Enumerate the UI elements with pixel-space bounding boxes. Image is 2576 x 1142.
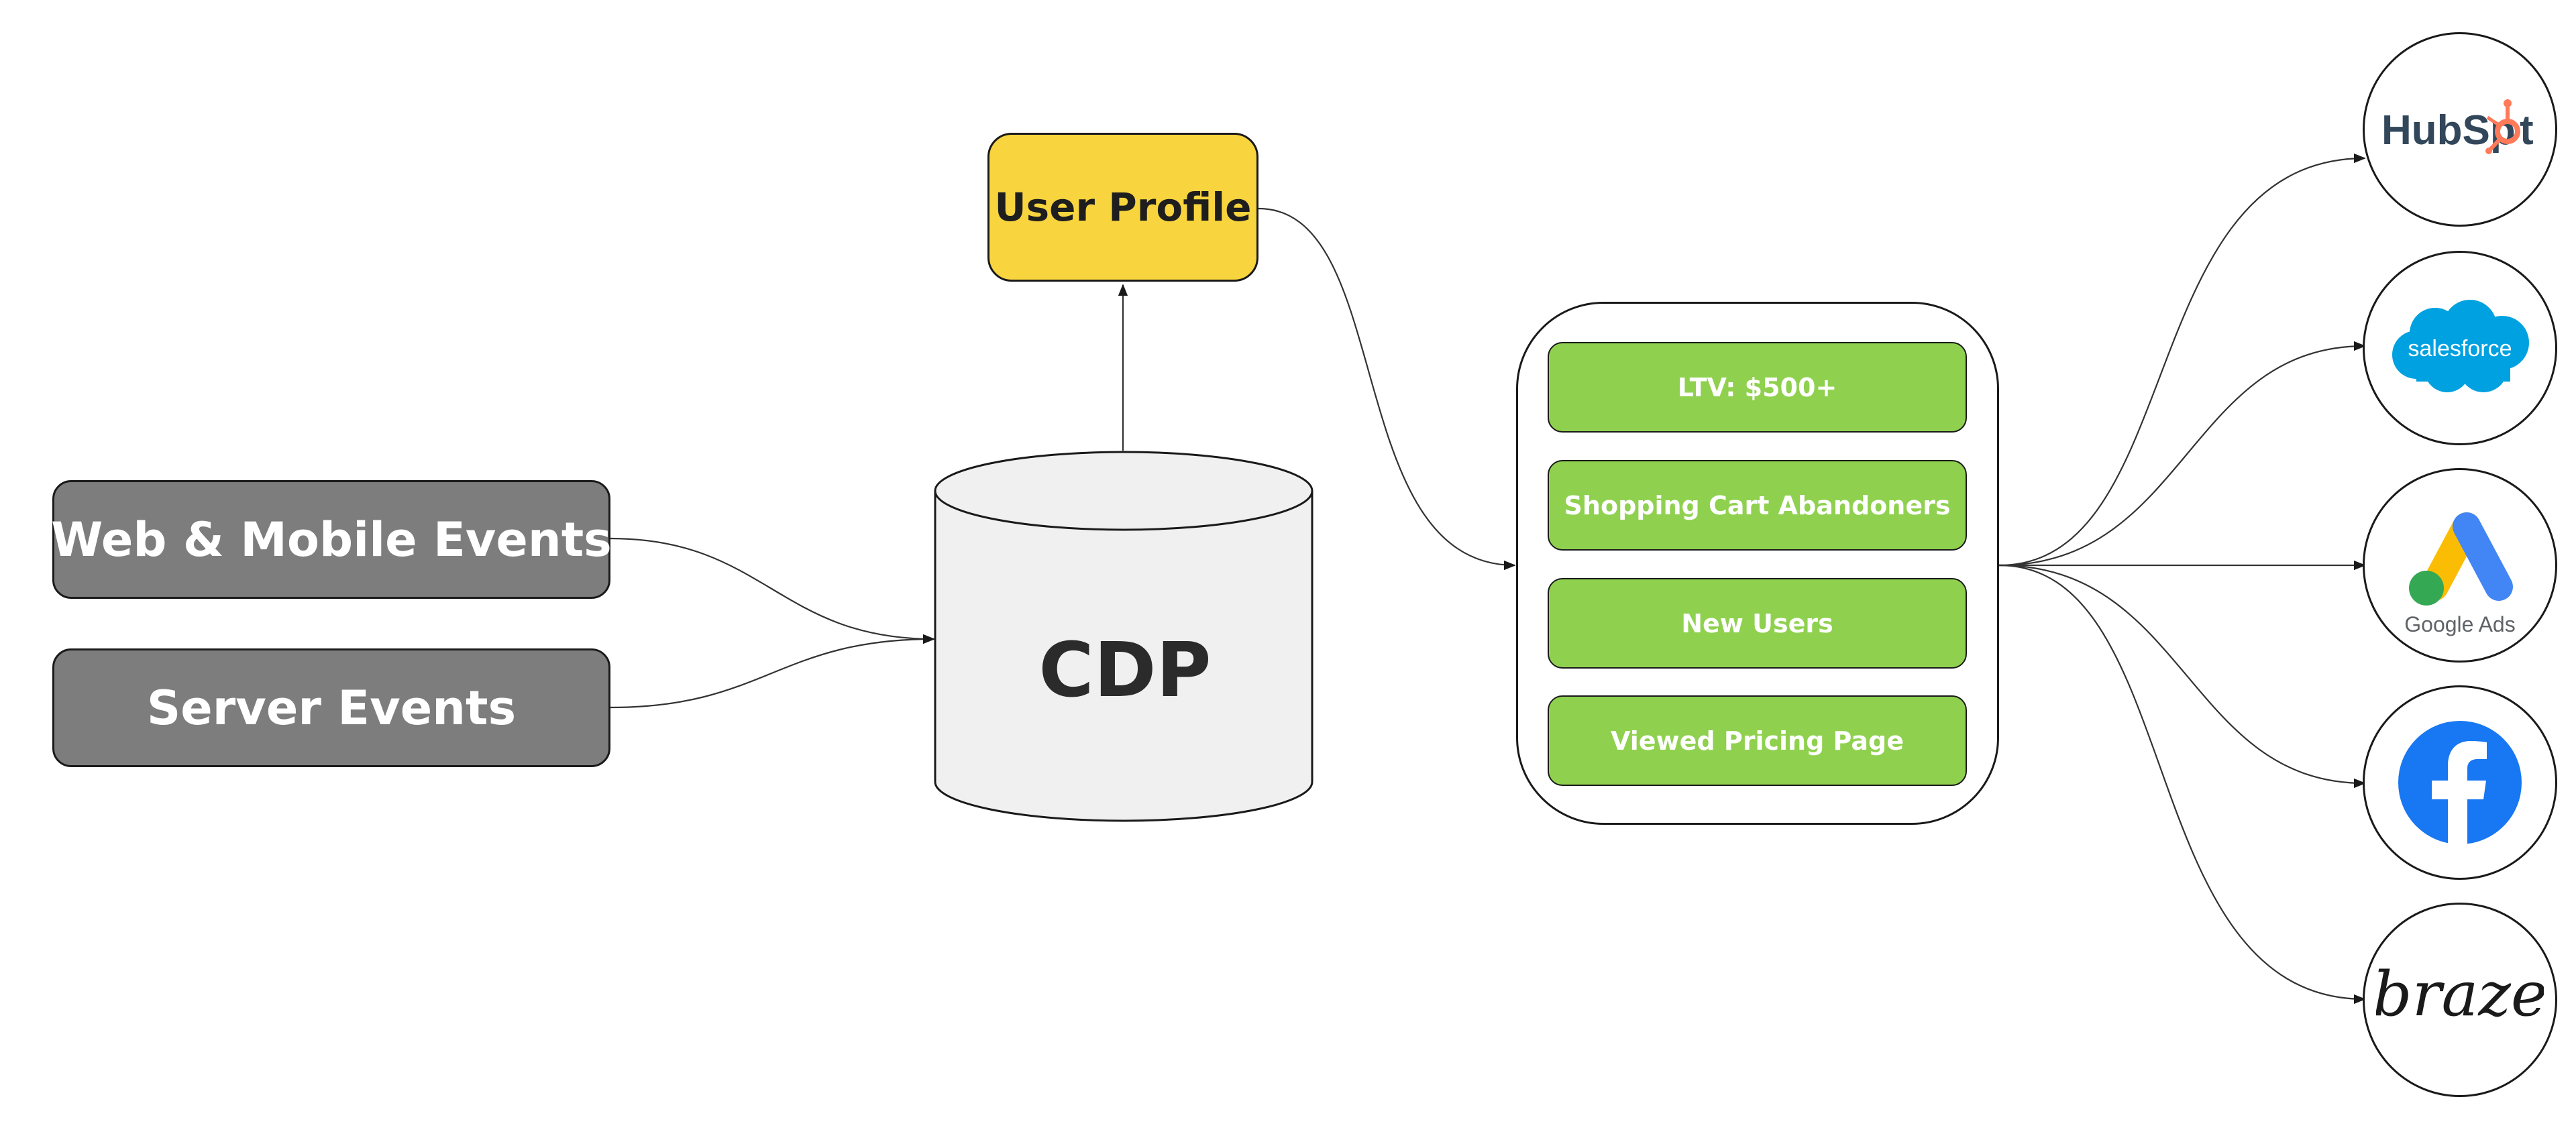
google-ads-label: Google Ads <box>2404 612 2516 636</box>
connector-profile-to-segments <box>1258 207 1516 571</box>
connector-segments-to-hubspot <box>1998 153 2366 567</box>
segment-label: LTV: $500+ <box>1677 372 1837 402</box>
source-server-events[interactable]: Server Events <box>52 648 610 767</box>
destination-facebook[interactable] <box>2363 685 2557 880</box>
cdp-database-cylinder[interactable] <box>932 449 1315 825</box>
connector-server-to-cdp <box>610 634 935 709</box>
source-label: Server Events <box>146 680 517 736</box>
segment-cart-abandoners[interactable]: Shopping Cart Abandoners <box>1548 460 1967 551</box>
connector-segments-to-facebook <box>1998 564 2366 789</box>
connector-web-to-cdp <box>610 537 935 644</box>
user-profile-box[interactable]: User Profile <box>987 133 1258 282</box>
destination-hubspot[interactable]: HubSp t <box>2363 32 2557 227</box>
destination-google-ads[interactable]: Google Ads <box>2363 468 2557 663</box>
connector-segments-to-braze <box>1998 564 2366 1005</box>
segment-label: Viewed Pricing Page <box>1611 726 1904 756</box>
svg-text:t: t <box>2520 107 2534 154</box>
facebook-icon <box>2398 721 2522 846</box>
svg-text:salesforce: salesforce <box>2408 336 2512 361</box>
braze-logo-icon: braze <box>2376 958 2544 1030</box>
segment-new-users[interactable]: New Users <box>1548 578 1967 669</box>
connector-segments-to-salesforce <box>1998 341 2366 567</box>
svg-text:braze: braze <box>2376 958 2544 1030</box>
segment-label: New Users <box>1681 608 1833 638</box>
google-ads-icon <box>2409 512 2513 606</box>
segment-viewed-pricing[interactable]: Viewed Pricing Page <box>1548 695 1967 786</box>
destination-braze[interactable]: braze <box>2363 903 2557 1097</box>
source-label: Web & Mobile Events <box>51 512 612 567</box>
user-profile-label: User Profile <box>994 184 1252 230</box>
segment-label: Shopping Cart Abandoners <box>1564 490 1951 520</box>
salesforce-cloud-icon: salesforce <box>2392 300 2529 392</box>
destination-salesforce[interactable]: salesforce <box>2363 251 2557 445</box>
source-web-mobile-events[interactable]: Web & Mobile Events <box>51 480 612 599</box>
segment-ltv[interactable]: LTV: $500+ <box>1548 342 1967 433</box>
cdp-label: CDP <box>1038 627 1212 714</box>
hubspot-logo-icon: HubSp t <box>2381 99 2534 154</box>
